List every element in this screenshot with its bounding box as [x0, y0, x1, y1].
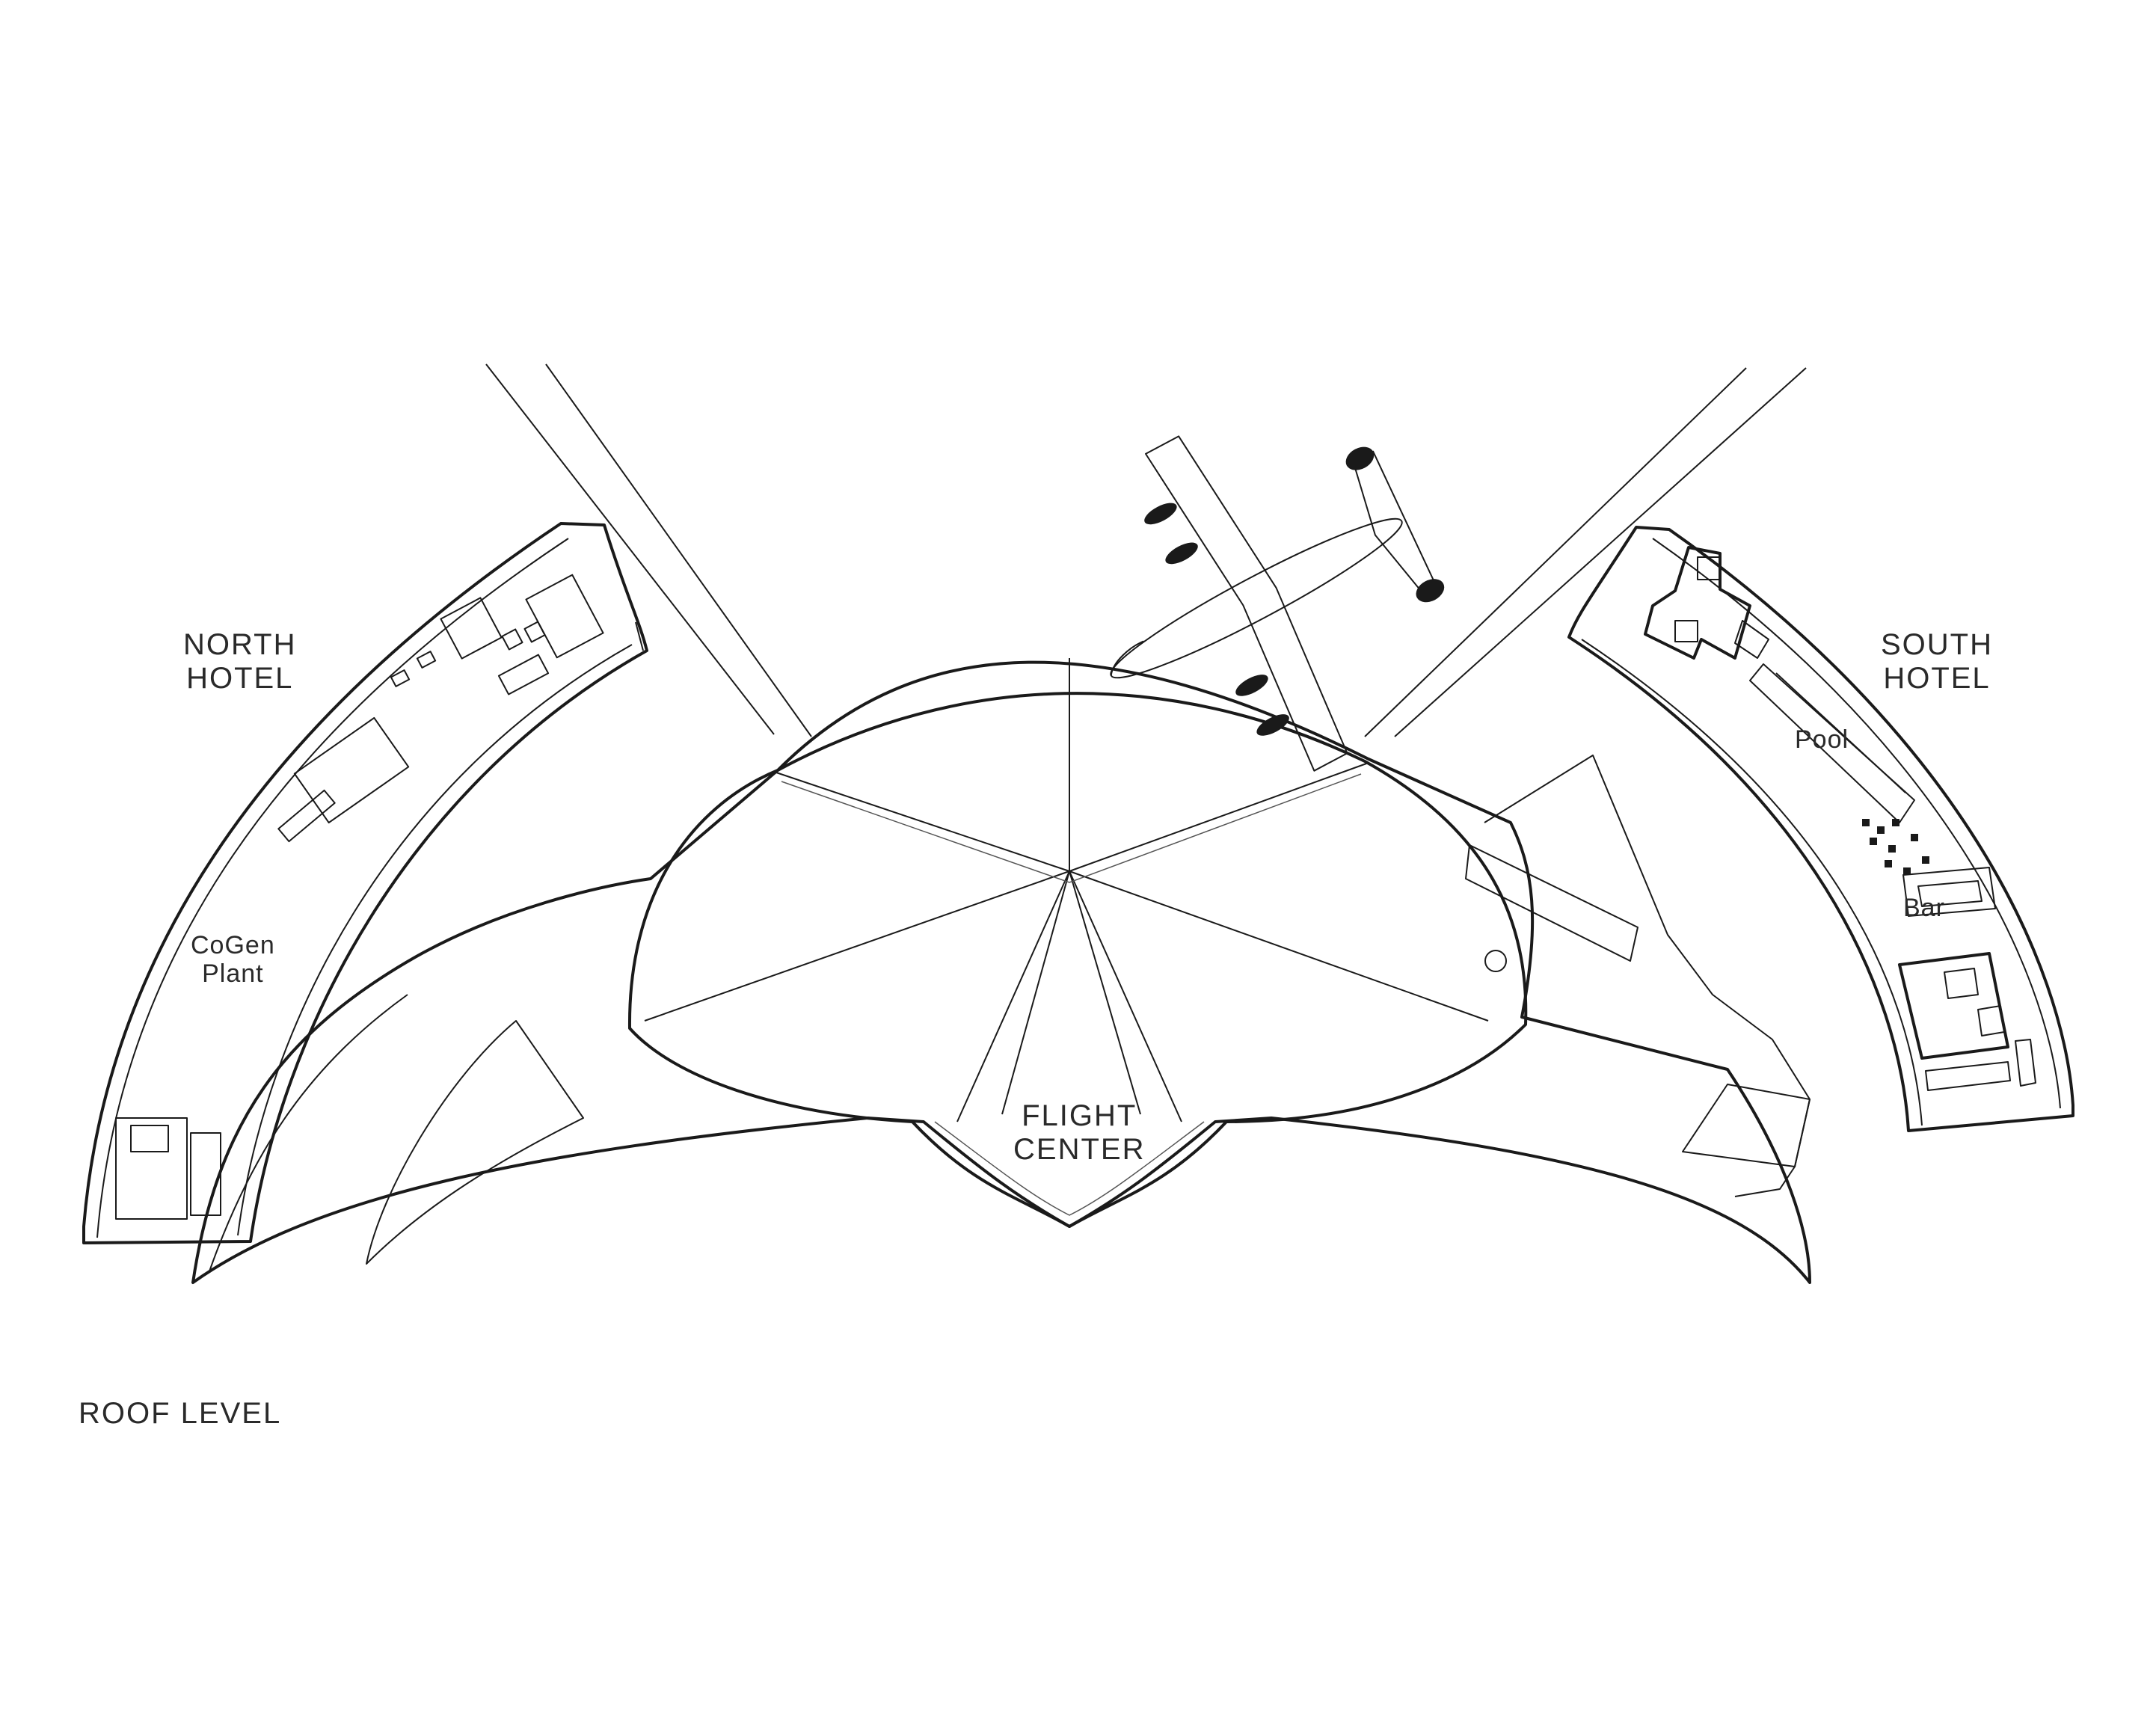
south-hotel-rooms [1644, 546, 2036, 1091]
flight-center-label: FLIGHT CENTER [1013, 1099, 1146, 1166]
roof-level-label: ROOF LEVEL [79, 1397, 282, 1430]
south-hotel-building [1567, 526, 2074, 1132]
bar-label: Bar [1903, 894, 1945, 922]
flight-center-building [191, 658, 1811, 1284]
south-roadway [1364, 367, 1807, 737]
cogen-plant-label: CoGen Plant [191, 931, 275, 989]
pool-label: Pool [1795, 725, 1849, 754]
north-roadway [485, 363, 812, 737]
north-hotel-mechanical-rooms [115, 574, 604, 1220]
south-hotel-bar-seating [1862, 819, 1929, 875]
north-hotel-label: NORTH HOTEL [183, 628, 297, 695]
south-hotel-label: SOUTH HOTEL [1881, 628, 1993, 695]
north-hotel-building [82, 522, 648, 1244]
aircraft [1110, 435, 1445, 772]
